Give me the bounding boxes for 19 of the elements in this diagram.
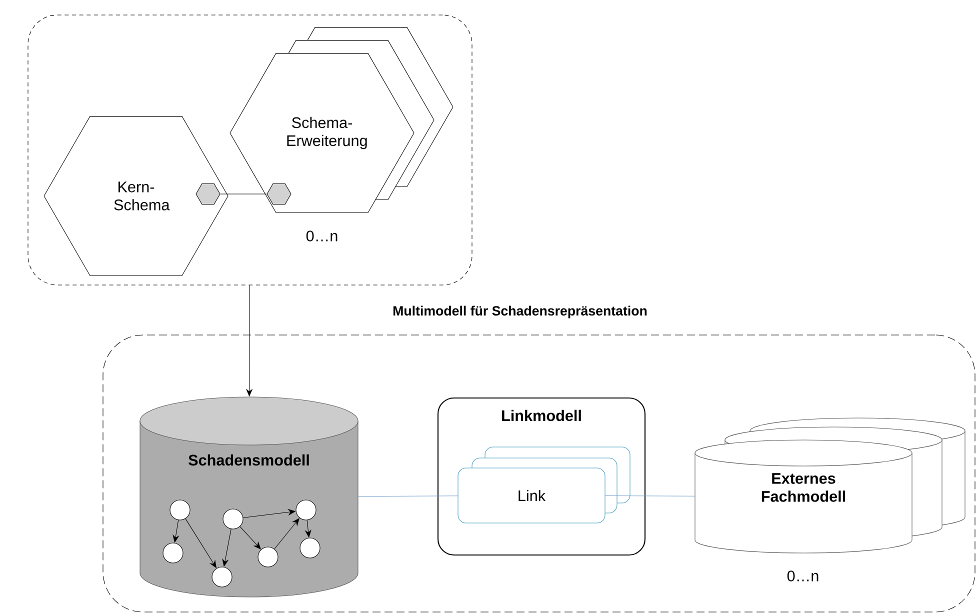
graph-node-circle bbox=[162, 542, 184, 564]
dashed-group-box bbox=[28, 14, 472, 286]
graph-node-circle bbox=[212, 566, 232, 588]
database-cylinder: Schadensmodell bbox=[140, 396, 358, 598]
graph-node-circle bbox=[296, 500, 316, 520]
graph-node-circle bbox=[300, 538, 320, 558]
link-card-stack: Link bbox=[458, 446, 630, 524]
database-cylinder-stack: Externes Fachmodell bbox=[694, 418, 966, 554]
group-heading: Multimodell für Schadensrepräsentation bbox=[393, 306, 647, 318]
schema-hexagon-stack: Schema- Erweiterung bbox=[230, 27, 454, 213]
multiplicity-label: 0…n bbox=[787, 570, 818, 582]
multiplicity-label: 0…n bbox=[306, 230, 338, 242]
port-hexagon bbox=[196, 183, 220, 205]
graph-node-circle bbox=[258, 546, 278, 568]
graph-node-circle bbox=[222, 508, 244, 530]
graph-node-circle bbox=[170, 500, 190, 520]
connector-line bbox=[358, 496, 458, 497]
port-hexagon bbox=[266, 183, 292, 205]
schema-hexagon: Kern- Schema bbox=[44, 116, 228, 276]
